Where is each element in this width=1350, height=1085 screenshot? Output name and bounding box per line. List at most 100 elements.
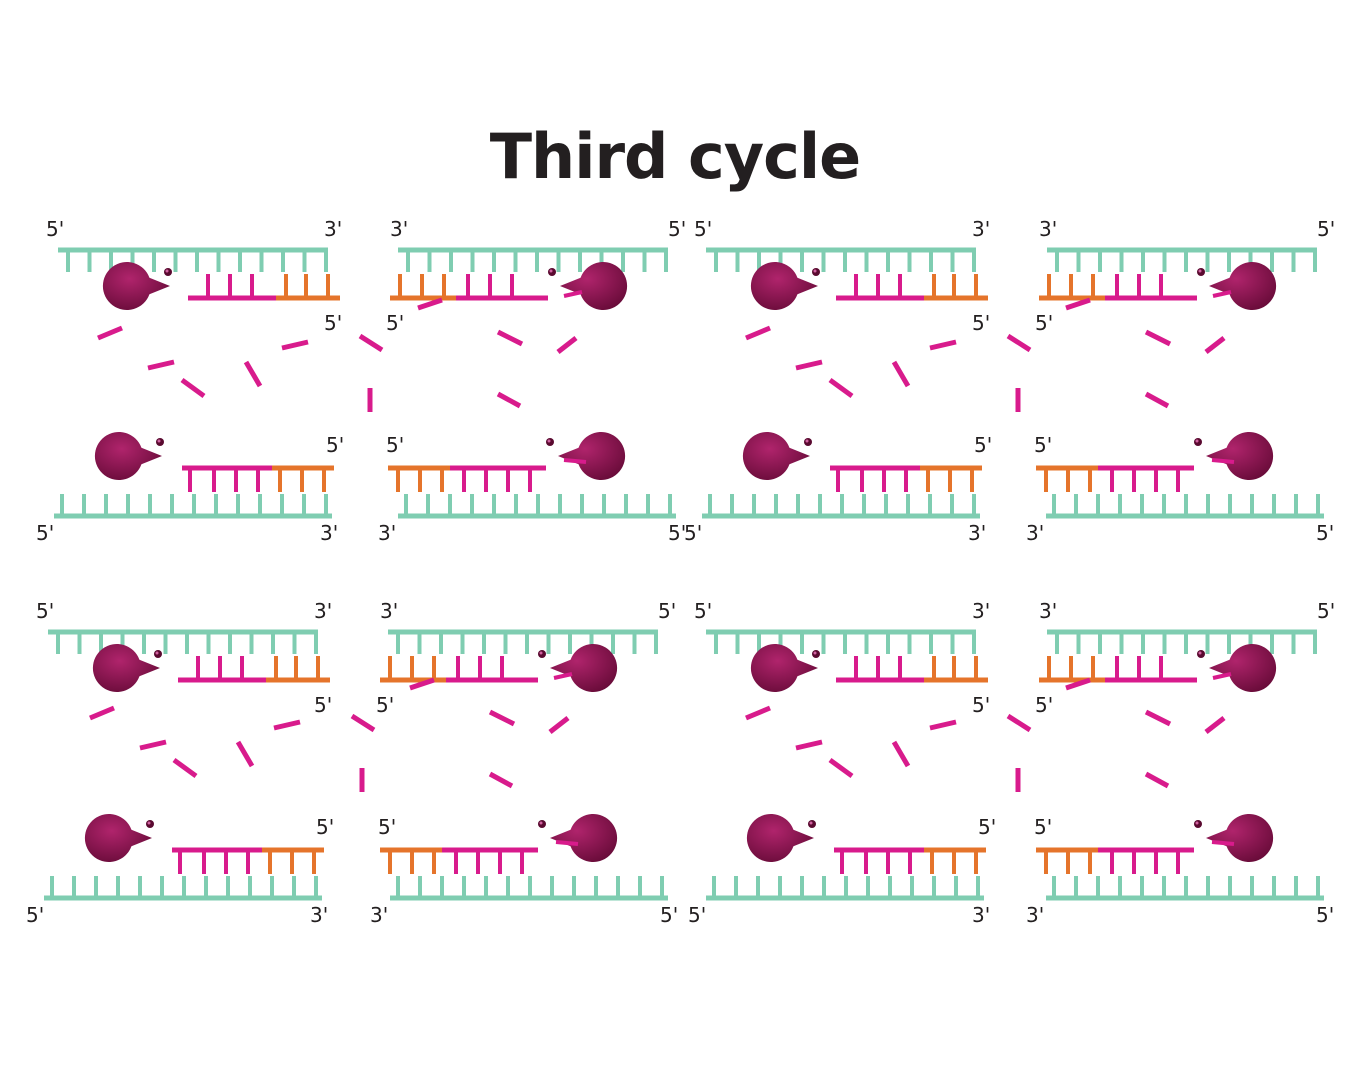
nucleotide-fragment	[891, 740, 911, 768]
five-prime-label: 5'	[46, 217, 64, 241]
five-prime-label: 5'	[694, 599, 712, 623]
polymerase-pacman-icon	[546, 432, 626, 480]
nucleotide-fragment	[891, 360, 911, 388]
polymerase-pacman-icon	[538, 643, 618, 692]
three-prime-label: 3'	[390, 217, 408, 241]
five-prime-label: 5'	[36, 521, 54, 545]
polymerase-body	[550, 813, 618, 862]
nucleotide-fragment	[358, 333, 384, 353]
polymerase-pacman-icon	[92, 644, 162, 692]
nucleotide-fragment	[409, 677, 435, 691]
polymerase-pacman-icon	[94, 431, 164, 480]
nucleotide-fragment	[795, 739, 823, 751]
nucleotide-fragment	[563, 458, 587, 464]
five-prime-label: 5'	[972, 693, 990, 717]
polymerase-pacman-icon	[1194, 814, 1274, 862]
nucleotide-fragment	[828, 377, 854, 399]
three-prime-label: 3'	[320, 521, 338, 545]
polymerase-eye-highlight	[539, 821, 543, 825]
nucleotide-fragment	[1065, 297, 1091, 311]
five-prime-label: 5'	[1317, 217, 1335, 241]
fragment-cluster	[89, 677, 570, 792]
five-prime-label: 5'	[324, 311, 342, 335]
polymerase-pacman-icon	[750, 643, 820, 692]
three-prime-label: 3'	[1039, 217, 1057, 241]
three-prime-label: 3'	[310, 903, 328, 927]
three-prime-label: 3'	[314, 599, 332, 623]
three-prime-label: 3'	[968, 521, 986, 545]
five-prime-label: 5'	[694, 217, 712, 241]
nucleotide-fragment	[97, 325, 123, 341]
polymerase-pacman-icon	[84, 813, 154, 862]
polymerase-pacman-icon	[742, 432, 812, 480]
nucleotide-fragment	[795, 359, 823, 371]
nucleotide-fragment	[496, 329, 524, 347]
polymerase-body	[742, 432, 810, 480]
polymerase-pacman-icon	[1197, 262, 1277, 311]
three-prime-label: 3'	[370, 903, 388, 927]
polymerase-eye-highlight	[547, 439, 551, 443]
three-prime-label: 3'	[972, 903, 990, 927]
polymerase-body	[1209, 262, 1277, 311]
three-prime-label: 3'	[972, 599, 990, 623]
five-prime-label: 5'	[316, 815, 334, 839]
polymerase-body	[750, 262, 818, 311]
nucleotide-fragment	[929, 339, 957, 351]
polymerase-eye-highlight	[155, 651, 159, 655]
polymerase-eye-highlight	[157, 439, 161, 443]
three-prime-label: 3'	[378, 521, 396, 545]
polymerase-pacman-icon	[548, 262, 628, 311]
three-prime-label: 3'	[324, 217, 342, 241]
polymerase-eye-highlight	[813, 269, 817, 273]
polymerase-eye-highlight	[1195, 821, 1199, 825]
nucleotide-fragment	[1006, 333, 1032, 353]
nucleotide-fragment	[496, 391, 522, 409]
three-prime-label: 3'	[380, 599, 398, 623]
nucleotide-fragment	[273, 719, 301, 731]
top-strand-unit: 5'3'5'	[36, 599, 332, 717]
nucleotide-fragment	[147, 359, 175, 371]
polymerase-eye-highlight	[147, 821, 151, 825]
bottom-strand-unit: 5'5'3'	[684, 432, 992, 545]
bottom-strand-unit: 5'3'5'	[1026, 814, 1334, 927]
polymerase-body	[550, 643, 618, 692]
polymerase-pacman-icon	[746, 814, 816, 863]
polymerase-body	[560, 262, 628, 311]
top-strand-unit: 5'3'5'	[694, 217, 990, 335]
nucleotide-fragment	[745, 325, 771, 341]
nucleotide-fragment	[1006, 713, 1032, 733]
polymerase-body	[94, 431, 162, 480]
polymerase-eye-highlight	[1195, 439, 1199, 443]
polymerase-pacman-icon	[102, 262, 172, 311]
nucleotide-fragment	[1211, 840, 1235, 846]
nucleotide-fragment	[745, 705, 771, 721]
nucleotide-fragment	[548, 716, 570, 734]
nucleotide-fragment	[1212, 672, 1232, 680]
fragment-cluster	[745, 297, 1226, 412]
nucleotide-fragment	[417, 297, 443, 311]
polymerase-pacman-icon	[1197, 643, 1277, 692]
five-prime-label: 5'	[378, 815, 396, 839]
polymerase-body	[84, 813, 152, 862]
five-prime-label: 5'	[1316, 521, 1334, 545]
polymerase-body	[1206, 431, 1274, 480]
nucleotide-fragment	[89, 705, 115, 721]
top-strand-unit: 3'5'5'	[376, 599, 676, 717]
polymerase-pacman-icon	[538, 813, 618, 862]
nucleotide-fragment	[180, 377, 206, 399]
bottom-strand-unit: 5'5'3'	[36, 431, 344, 545]
five-prime-label: 5'	[684, 521, 702, 545]
nucleotide-fragment	[553, 672, 573, 680]
three-prime-label: 3'	[1039, 599, 1057, 623]
polymerase-body	[750, 643, 818, 692]
nucleotide-fragment	[1144, 391, 1170, 409]
nucleotide-fragment	[1144, 709, 1172, 727]
bottom-strand-unit: 5'3'5'	[378, 432, 686, 545]
five-prime-label: 5'	[660, 903, 678, 927]
nucleotide-fragment	[1204, 716, 1226, 734]
top-strand-unit: 3'5'5'	[386, 217, 686, 335]
nucleotide-fragment	[488, 771, 514, 789]
five-prime-label: 5'	[1035, 311, 1053, 335]
top-strand-unit: 5' 3' 5'	[694, 599, 990, 717]
